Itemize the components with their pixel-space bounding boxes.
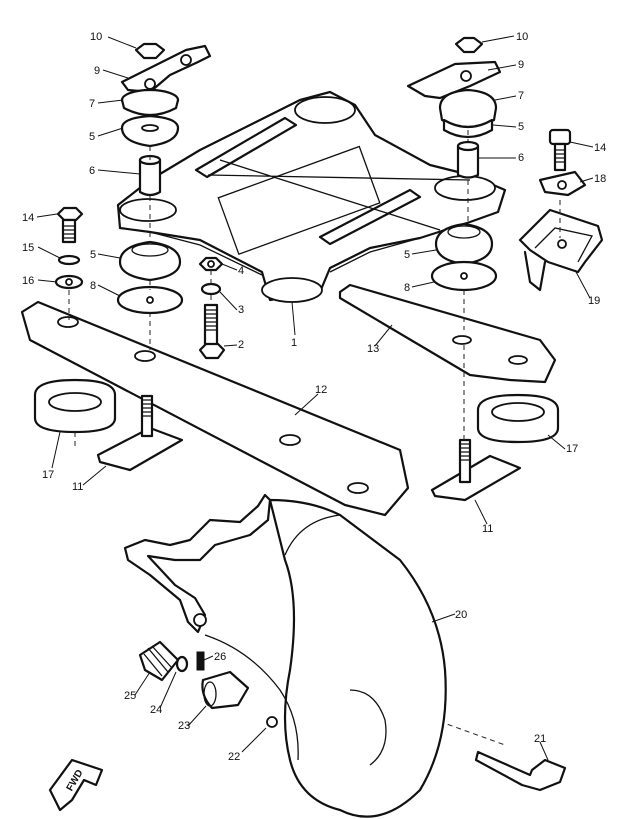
callout-15: 15	[22, 242, 34, 254]
left-mount-stack	[116, 42, 212, 315]
headlight-shell	[268, 498, 447, 818]
callout-14-right: 14	[594, 142, 606, 154]
callout-18: 18	[594, 173, 606, 185]
left-nut	[134, 42, 166, 60]
right-lower-rubber	[434, 222, 494, 266]
adjuster-knob-23	[201, 670, 250, 710]
callout-7-left: 7	[89, 98, 95, 110]
rings-and-studs	[33, 378, 560, 502]
callout-17-right: 17	[566, 443, 578, 455]
right-stud-plate-11	[430, 454, 522, 502]
callout-8-right: 8	[404, 282, 410, 294]
right-mount-stack	[406, 36, 502, 292]
callout-2: 2	[238, 339, 244, 351]
callout-6-right: 6	[518, 152, 524, 164]
right-bolt-head	[548, 128, 572, 146]
callout-12: 12	[315, 384, 327, 396]
left-bolt-group	[54, 206, 84, 290]
callout-5-left-lower: 5	[90, 249, 96, 261]
callout-4: 4	[238, 265, 244, 277]
callout-19: 19	[588, 295, 600, 307]
washer-24	[175, 655, 189, 673]
callout-9-right: 9	[518, 59, 524, 71]
callout-20: 20	[455, 609, 467, 621]
callout-13: 13	[367, 343, 379, 355]
left-stud-plate-11	[96, 426, 184, 472]
callout-11-left: 11	[72, 481, 83, 493]
callout-3: 3	[238, 304, 244, 316]
callout-16: 16	[22, 275, 34, 287]
plate-13	[338, 283, 557, 384]
pin-26	[196, 651, 205, 671]
callout-24: 24	[150, 704, 162, 716]
callout-7-right: 7	[518, 90, 524, 102]
callout-labels: 1 2 3 4 5 5 5 5 6 6 7 7 8 8 9 9 10 10 11…	[22, 31, 606, 763]
callout-21: 21	[534, 733, 546, 745]
screw-21	[474, 750, 567, 792]
callout-11-right: 11	[482, 523, 493, 535]
callout-10-left: 10	[90, 31, 102, 43]
callout-10-right: 10	[516, 31, 528, 43]
callout-5-right-upper: 5	[518, 121, 524, 133]
callout-9-left: 9	[94, 65, 100, 77]
headlight-assembly	[123, 493, 447, 818]
callout-17-left: 17	[42, 469, 54, 481]
callout-8-left: 8	[90, 280, 96, 292]
left-strap-plate	[120, 44, 212, 94]
callout-23: 23	[178, 720, 190, 732]
callout-5-right-lower: 5	[404, 249, 410, 261]
right-strap-plate	[406, 60, 502, 100]
washer-22	[266, 716, 278, 728]
callout-1: 1	[291, 337, 297, 349]
right-bolt-group	[518, 128, 604, 292]
left-bolt-head	[56, 206, 84, 222]
right-nut	[454, 36, 484, 54]
lock-washer-3	[200, 282, 222, 296]
left-lower-rubber	[118, 240, 182, 282]
callout-6-left: 6	[89, 165, 95, 177]
callout-5-left-upper: 5	[89, 131, 95, 143]
headlight-bracket	[123, 493, 272, 634]
callout-14-left: 14	[22, 212, 34, 224]
center-bolt-group	[198, 256, 226, 360]
lower-plates	[20, 283, 557, 517]
bolt-2-head	[198, 342, 226, 360]
left-lock-washer	[57, 254, 81, 266]
callout-25: 25	[124, 690, 136, 702]
callout-22: 22	[228, 751, 240, 763]
callout-26: 26	[214, 651, 226, 663]
small-adjuster-parts	[138, 640, 567, 792]
right-upper-rubber	[442, 118, 494, 139]
fwd-direction-marker: FWD	[48, 758, 104, 812]
leader-lines	[36, 35, 594, 761]
fwd-arrow	[48, 758, 104, 812]
